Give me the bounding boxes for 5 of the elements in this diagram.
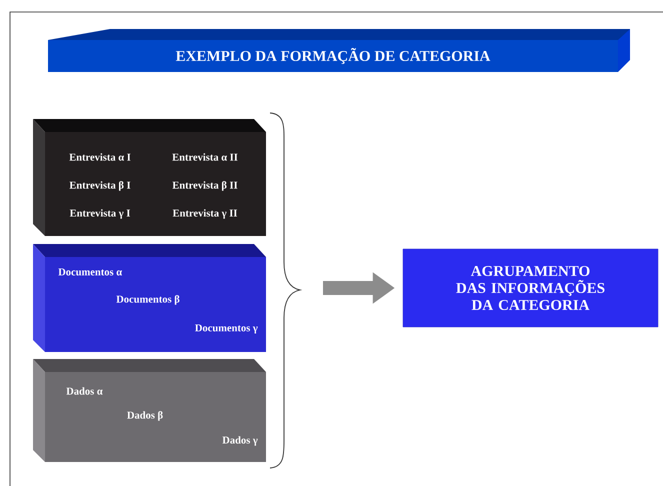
title-banner: EXEMPLO DA FORMAÇÃO DE CATEGORIA bbox=[48, 29, 630, 72]
block: Dados α Dados β Dados γ bbox=[33, 359, 266, 462]
block: Entrevista α I Entrevista α II Entrevista β I Entrevista β II Entrevista γ I Entrevista γ II bbox=[33, 119, 266, 236]
block: Documentos α Documentos β Documentos γ bbox=[33, 244, 266, 352]
result-box: AGRUPAMENTO DAS INFORMAÇÕES DA CATEGORIA bbox=[402, 248, 658, 328]
